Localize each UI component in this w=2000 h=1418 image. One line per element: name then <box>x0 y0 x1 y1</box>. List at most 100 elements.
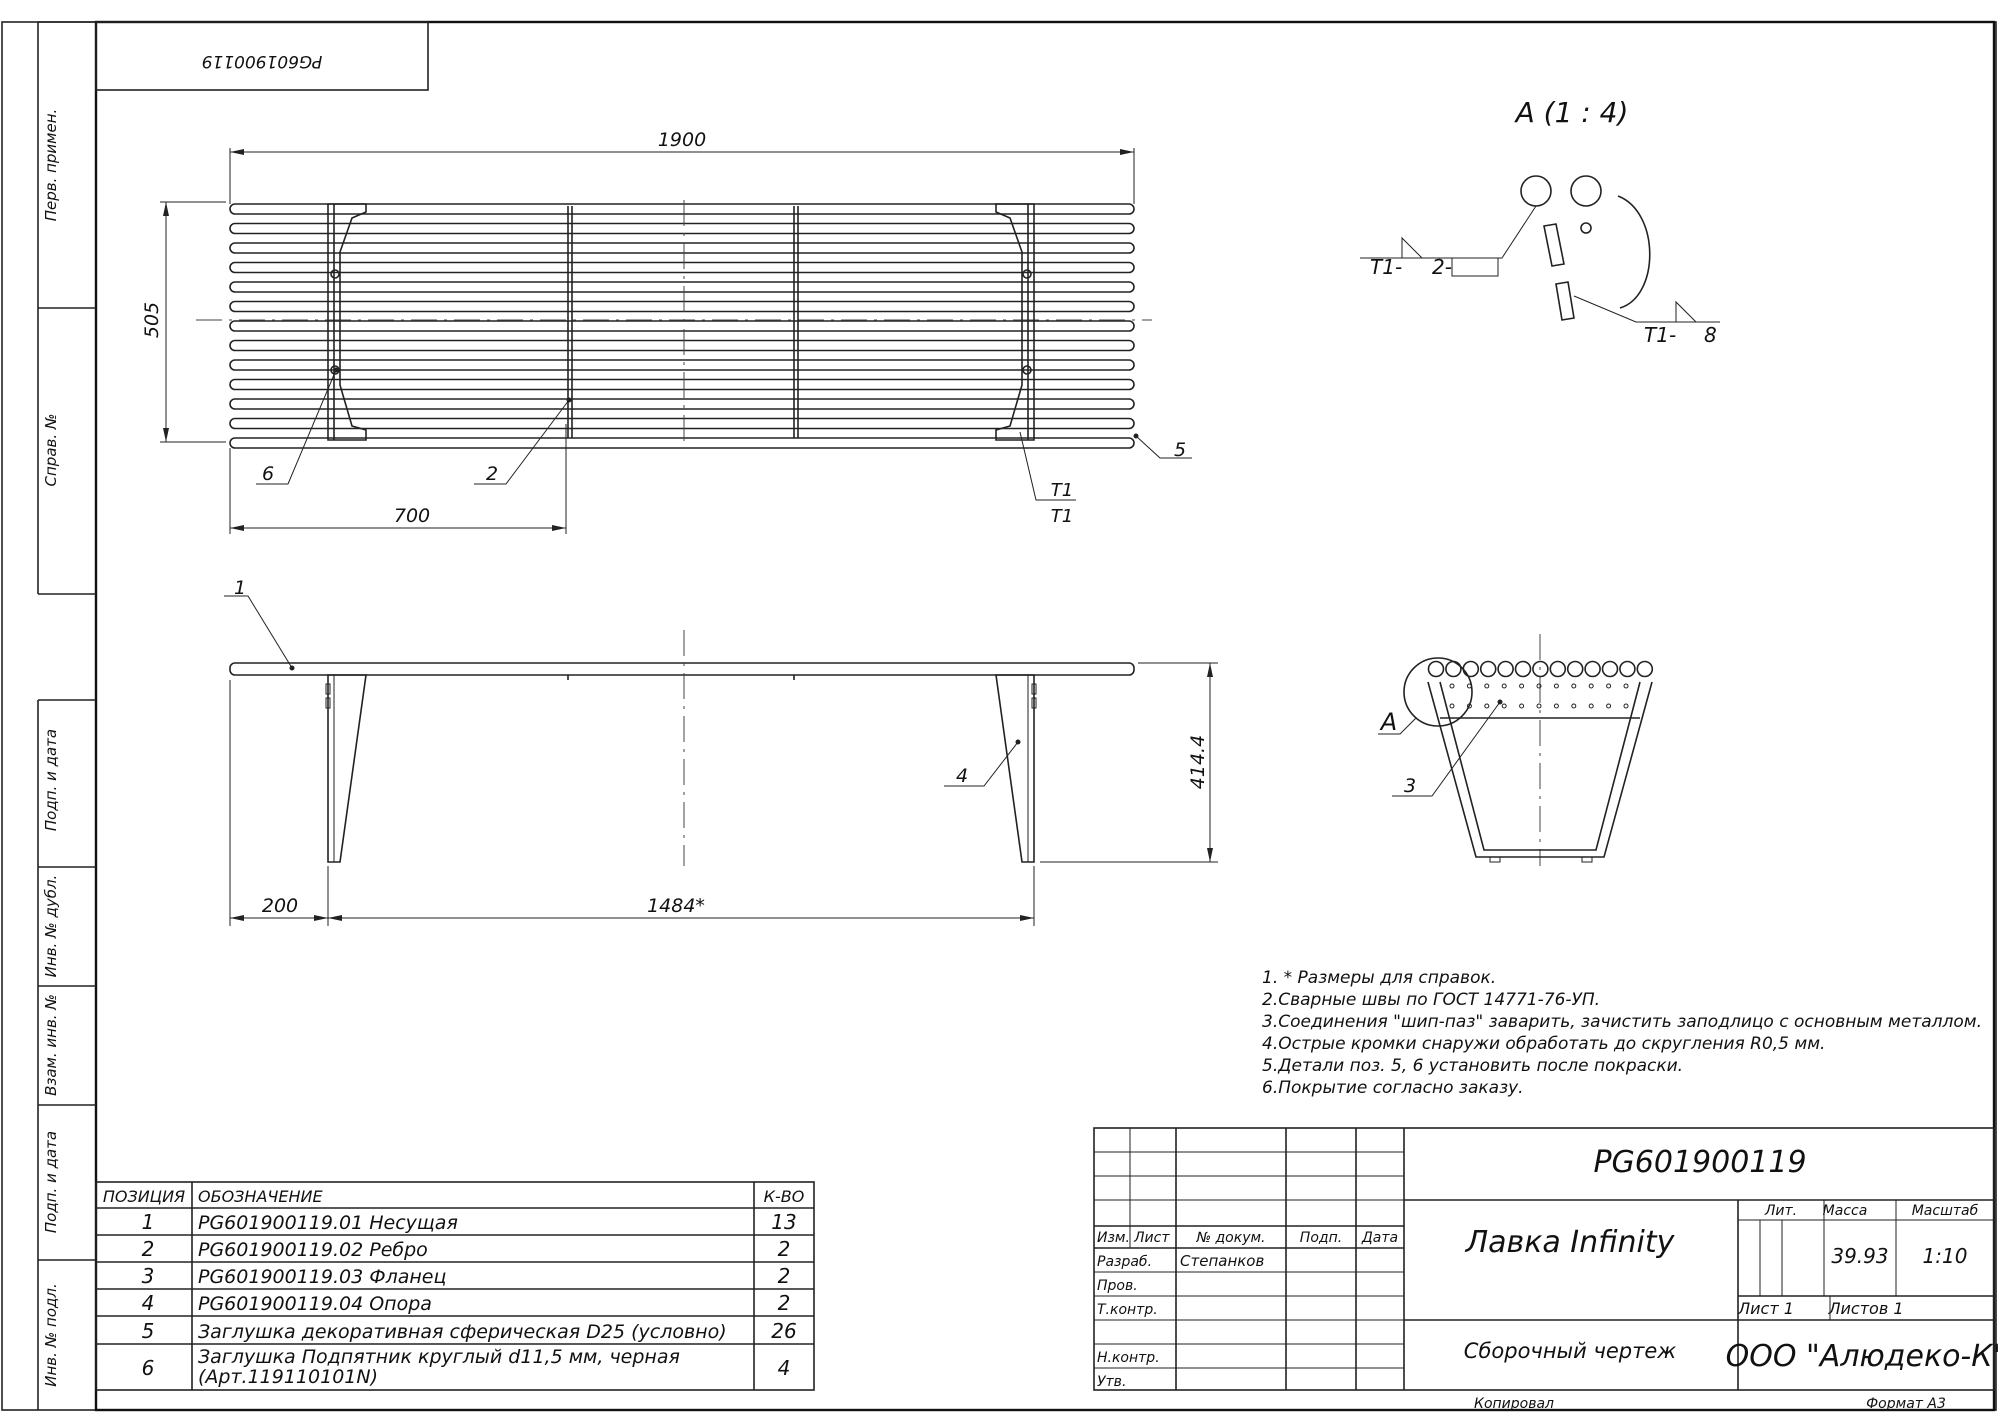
detail-arc <box>1617 195 1651 309</box>
parts-row-qty: 26 <box>771 1319 796 1343</box>
front-view: 1 4 414.4 200 1484* <box>224 577 1218 926</box>
role-approver: Утв. <box>1097 1374 1126 1390</box>
scale-label: Масштаб <box>1912 1203 1979 1219</box>
parts-row-qty: 2 <box>778 1264 791 1288</box>
parts-header-qty: К-ВО <box>764 1187 805 1206</box>
detail-plate-1 <box>1543 223 1565 267</box>
parts-row-pos: 6 <box>142 1356 155 1380</box>
side-stamp-label-3: Подп. и дата <box>42 729 60 831</box>
parts-row: 6 Заглушка Подпятник круглый d11,5 мм, ч… <box>142 1346 791 1388</box>
side-stamp-label-2: Справ. № <box>42 414 60 487</box>
col-header-doc: № докум. <box>1195 1230 1265 1246</box>
dim-span: 1484* <box>328 866 1035 926</box>
leader-1: 1 <box>224 577 295 671</box>
side-stamp-label-1: Перв. примен. <box>42 109 60 222</box>
note-4: 4.Острые кромки снаружи обработать до ск… <box>1262 1034 1825 1054</box>
parts-table: ПОЗИЦИЯ ОБОЗНАЧЕНИЕ К-ВО 1 PG601900119.0… <box>95 1181 815 1391</box>
developer-name: Степанков <box>1180 1252 1264 1270</box>
dim-offset: 700 <box>229 424 567 534</box>
side-tube <box>1514 660 1532 678</box>
side-tube <box>1566 660 1584 678</box>
side-tube <box>1584 660 1601 678</box>
side-hole <box>1449 683 1455 689</box>
format-label: Формат А3 <box>1866 1396 1946 1412</box>
weld-label-1: T1 <box>1051 480 1073 501</box>
side-hole <box>1553 703 1559 709</box>
parts-row-pos: 4 <box>142 1291 155 1315</box>
parts-row-name: PG601900119.02 Ребро <box>198 1239 428 1261</box>
leader-5-text: 5 <box>1174 439 1186 461</box>
top-right-support <box>995 203 1035 441</box>
leader-4: 4 <box>944 739 1021 787</box>
side-stamp: Перв. примен. Справ. № Подп. и дата Инв.… <box>42 109 60 1387</box>
role-checker: Пров. <box>1097 1278 1138 1294</box>
dim-offset-text: 700 <box>394 505 430 527</box>
side-hole <box>1536 683 1542 689</box>
dim-left-text: 200 <box>262 895 298 917</box>
side-hole <box>1623 683 1629 689</box>
parts-row: 4 PG601900119.04 Опора 2 <box>142 1291 791 1315</box>
note-1: 1. * Размеры для справок. <box>1262 968 1496 988</box>
side-hole <box>1571 683 1577 689</box>
front-right-leg <box>995 674 1037 863</box>
leader-a: A <box>1378 708 1417 736</box>
parts-row: 3 PG601900119.03 Фланец 2 <box>142 1264 791 1288</box>
top-view: 1900 505 700 6 2 <box>141 129 1192 534</box>
sheet-number: Лист 1 <box>1737 1299 1794 1318</box>
side-hole <box>1519 703 1525 709</box>
leader-5: 5 <box>1133 433 1192 461</box>
top-tube <box>229 320 1135 332</box>
detail-tube-2 <box>1570 175 1602 207</box>
side-hole <box>1571 703 1577 709</box>
detail-a-view: А (1 : 4) T1- 2- T1- 8 <box>1360 96 1720 347</box>
parts-row: 5 Заглушка декоративная сферическая D25 … <box>142 1319 797 1343</box>
side-stamp-label-4: Инв. № дубл. <box>42 875 60 978</box>
leader-2-text: 2 <box>486 463 498 485</box>
detail-weld-left: T1- 2- <box>1360 205 1537 279</box>
parts-row-name: PG601900119.04 Опора <box>198 1293 432 1315</box>
parts-row-qty: 13 <box>771 1210 796 1234</box>
side-tube <box>1619 660 1636 678</box>
dim-width: 505 <box>141 201 226 443</box>
leader-4-text: 4 <box>956 765 968 787</box>
side-tube <box>1532 660 1549 678</box>
side-hole <box>1519 683 1525 689</box>
dim-height-text: 414.4 <box>1187 735 1209 789</box>
side-tube <box>1445 660 1462 678</box>
title-block: PG601900119 Лавка Infinity Сборочный чер… <box>1093 1127 2000 1412</box>
scale-value: 1:10 <box>1923 1244 1968 1268</box>
detail-weld-left-symbol: T1- <box>1370 255 1402 279</box>
top-tube <box>229 242 1135 254</box>
top-tube <box>229 378 1135 391</box>
side-hole <box>1484 703 1490 709</box>
top-view-tubes <box>229 203 1135 449</box>
side-view-holes <box>1449 683 1629 709</box>
leader-6-text: 6 <box>262 463 274 485</box>
side-hole <box>1588 703 1594 709</box>
parts-row-name: PG601900119.01 Несущая <box>198 1212 458 1234</box>
parts-row-name: Заглушка Подпятник круглый d11,5 мм, чер… <box>198 1346 680 1368</box>
note-6: 6.Покрытие согласно заказу. <box>1262 1078 1524 1098</box>
role-tech-control: Т.контр. <box>1097 1302 1158 1318</box>
top-tube <box>229 339 1135 352</box>
detail-weld-left-size: 2- <box>1432 255 1452 279</box>
parts-row: 2 PG601900119.02 Ребро 2 <box>142 1237 791 1261</box>
parts-row-pos: 2 <box>142 1237 155 1261</box>
top-tube <box>229 359 1135 371</box>
leader-1-text: 1 <box>234 577 246 599</box>
front-seat <box>229 662 1135 676</box>
col-header-list: Лист <box>1133 1230 1170 1246</box>
title-company: ООО "Алюдеко-К" <box>1726 1339 2000 1374</box>
dim-span-text: 1484* <box>647 895 705 917</box>
side-hole <box>1606 703 1612 709</box>
mass-value: 39.93 <box>1831 1244 1888 1268</box>
parts-row-qty: 4 <box>778 1356 791 1380</box>
dim-width-text: 505 <box>141 302 163 338</box>
top-tube <box>229 222 1135 235</box>
top-left-plug-1 <box>330 269 340 279</box>
top-tube <box>229 300 1135 313</box>
sheets-total: Листов 1 <box>1827 1299 1903 1318</box>
side-tube <box>1601 660 1619 678</box>
side-tube <box>1549 660 1567 678</box>
